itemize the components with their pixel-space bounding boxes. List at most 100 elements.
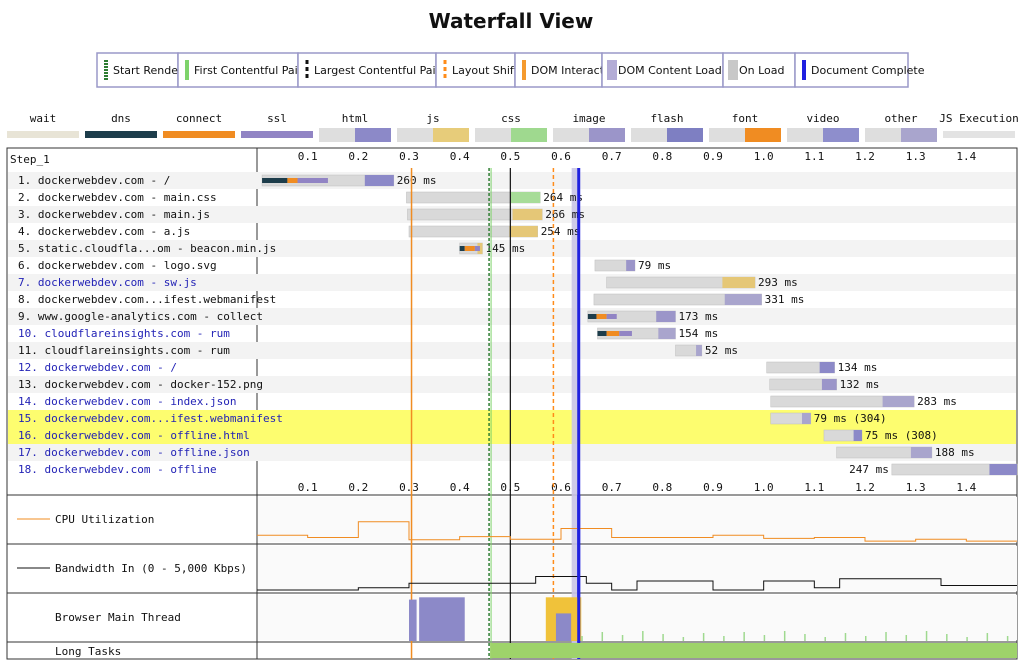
request-duration: 173 ms [679, 310, 719, 323]
marker-legend-item: First Contentful Paint [177, 52, 310, 88]
long-tasks-bar [490, 643, 1018, 658]
request-duration: 266 ms [545, 208, 585, 221]
request-download-bar [801, 413, 811, 424]
request-wait-bar [593, 293, 762, 306]
request-legend-swatch [901, 128, 937, 142]
tick-label-top: 1.1 [804, 150, 824, 163]
request-legend-swatch [511, 128, 547, 142]
marker-legend-item: Largest Contentful Paint [297, 52, 448, 88]
request-legend-item: other [865, 112, 937, 142]
request-download-bar [510, 192, 541, 203]
request-legend-swatch [85, 131, 157, 138]
marker-legend-box [794, 52, 909, 88]
tick-label-bottom: 1.1 [804, 481, 824, 494]
request-legend-label: flash [650, 112, 683, 125]
request-connect-bar [287, 178, 298, 183]
tick-label-bottom: 0.6 [551, 481, 571, 494]
request-duration: 145 ms [485, 242, 525, 255]
request-row: 6. dockerwebdev.com - logo.svg 79 ms [18, 259, 671, 272]
main-thread-tick [682, 637, 685, 641]
request-legend-label: ssl [267, 112, 287, 125]
marker-legend-swatch [728, 60, 738, 80]
marker-legend-label: Start Render [113, 64, 183, 77]
request-download-bar [509, 226, 538, 237]
request-legend-swatch [943, 131, 1015, 138]
tick-label-bottom: 0.7 [602, 481, 622, 494]
request-label: 14. dockerwebdev.com - index.json [18, 395, 237, 408]
request-label: 13. dockerwebdev.com - docker-152.png [18, 378, 263, 391]
main-thread-tick [946, 634, 948, 641]
main-thread-tick [905, 635, 908, 641]
request-ssl-bar [606, 314, 617, 319]
main-thread-tick [581, 636, 583, 641]
bandwidth-series [257, 576, 1017, 591]
tick-label-bottom: 0.9 [703, 481, 723, 494]
request-duration: 293 ms [758, 276, 798, 289]
request-legend-label: JS Execution [939, 112, 1018, 125]
request-duration: 79 ms [638, 259, 671, 272]
request-dns-bar [587, 314, 597, 319]
tick-label-bottom: 0.2 [348, 481, 368, 494]
request-label: 10. cloudflareinsights.com - rum [18, 327, 230, 340]
main-thread-tick [844, 633, 847, 641]
row-stripe [8, 376, 1016, 393]
tick-label-top: 0.3 [399, 150, 419, 163]
highlight-row [8, 427, 1016, 444]
request-download-bar [626, 260, 635, 271]
request-legend-item: ssl [241, 112, 313, 138]
tick-label-bottom: 0.3 [399, 481, 419, 494]
row-stripe [8, 274, 1016, 291]
step-label: Step_1 [10, 153, 50, 166]
tick-label-top: 0.5 [500, 150, 520, 163]
main-thread-tick [824, 637, 826, 641]
request-download-bar [364, 175, 394, 186]
request-label: 9. www.google-analytics.com - collect [18, 310, 263, 323]
request-label: 2. dockerwebdev.com - main.css [18, 191, 217, 204]
request-label: 4. dockerwebdev.com - a.js [18, 225, 190, 238]
request-label: 18. dockerwebdev.com - offline [18, 463, 217, 476]
request-legend-label: video [806, 112, 839, 125]
request-duration: 254 ms [541, 225, 581, 238]
tick-label-bottom: 0.8 [652, 481, 672, 494]
marker-legend-item: DOM Interactive [514, 52, 621, 88]
main-thread-block [555, 613, 572, 641]
marker-legend-label: DOM Interactive [531, 64, 621, 77]
request-duration: 52 ms [705, 344, 738, 357]
request-legend-swatch [163, 131, 235, 138]
request-connect-bar [464, 246, 475, 251]
request-legend-label: js [426, 112, 439, 125]
main-thread-tick [865, 636, 867, 641]
main-thread-tick [885, 632, 887, 641]
tick-label-top: 0.7 [602, 150, 622, 163]
marker-legend-label: DOM Content Loaded [618, 64, 736, 77]
marker-legend-box [96, 52, 179, 88]
request-label: 6. dockerwebdev.com - logo.svg [18, 259, 217, 272]
main-thread-tick [642, 631, 644, 641]
cpu-row-bg [258, 497, 1017, 542]
request-legend-label: other [884, 112, 917, 125]
request-legend-item: js [397, 112, 469, 142]
tick-label-bottom: 1.3 [906, 481, 926, 494]
request-row: 4. dockerwebdev.com - a.js 254 ms [18, 225, 580, 238]
main-thread-tick [1006, 636, 1009, 641]
request-row: 12. dockerwebdev.com - /134 ms [18, 361, 877, 374]
request-row: 9. www.google-analytics.com - collect 173… [18, 310, 718, 323]
row-stripe [8, 172, 1016, 189]
marker-legend-item: Layout Shift [435, 52, 519, 88]
tick-label-bottom: 1.2 [855, 481, 875, 494]
marker-legend-label: Document Complete [811, 64, 925, 77]
request-ssl-bar [474, 246, 480, 251]
main-thread-block [419, 597, 465, 641]
request-legend-item: css [475, 112, 547, 142]
row-stripe [8, 444, 1016, 461]
request-download-bar [882, 396, 915, 407]
main-thread-tick [601, 632, 604, 641]
request-legend-item: connect [163, 112, 235, 138]
